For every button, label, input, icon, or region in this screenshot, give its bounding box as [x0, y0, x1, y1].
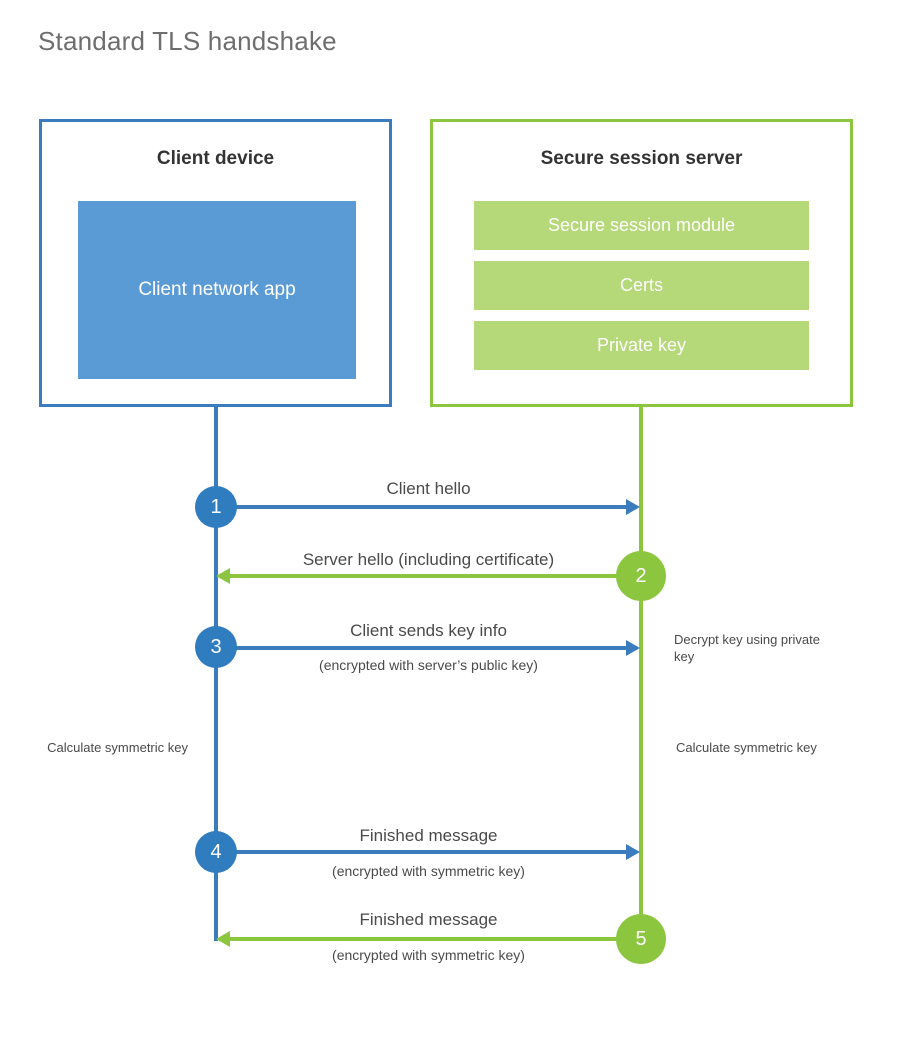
arrow-head-icon [216, 931, 230, 947]
server-module-list: Secure session module Certs Private key [474, 201, 809, 370]
secure-session-server-box: Secure session server Secure session mod… [430, 119, 853, 407]
server-lifeline [639, 407, 643, 939]
step-5-circle: 5 [616, 914, 666, 964]
step-4-circle: 4 [195, 831, 237, 873]
step-4-label: Finished message [359, 826, 498, 845]
server-decrypt-note: Decrypt key using private key [674, 632, 820, 664]
server-module-certs: Certs [474, 261, 809, 310]
server-module-private-key: Private key [474, 321, 809, 370]
step-3-label: Client sends key info [350, 621, 507, 640]
secure-session-server-title: Secure session server [540, 148, 743, 169]
arrow-head-icon [626, 640, 640, 656]
client-calculate-symmetric-key-note: Calculate symmetric key [47, 740, 188, 755]
step-5-sublabel: (encrypted with symmetric key) [332, 947, 525, 963]
step-4-sublabel: (encrypted with symmetric key) [332, 863, 525, 879]
arrow-head-icon [626, 844, 640, 860]
step-1-arrow [216, 499, 640, 515]
step-1-circle: 1 [195, 486, 237, 528]
step-3-arrow [216, 640, 640, 656]
client-network-app-block: Client network app [78, 201, 356, 379]
step-3-sublabel: (encrypted with server’s public key) [319, 657, 538, 673]
step-5-label: Finished message [359, 910, 498, 929]
step-2-circle: 2 [616, 551, 666, 601]
server-calculate-symmetric-key-note: Calculate symmetric key [676, 740, 817, 755]
page-title: Standard TLS handshake [38, 26, 337, 56]
arrow-head-icon [216, 568, 230, 584]
step-5-arrow [216, 931, 641, 947]
step-3-circle: 3 [195, 626, 237, 668]
step-2-label: Server hello (including certificate) [302, 550, 555, 569]
step-4-arrow [216, 844, 640, 860]
server-module-secure-session-module: Secure session module [474, 201, 809, 250]
step-2-arrow [216, 568, 641, 584]
client-device-title: Client device [156, 148, 275, 169]
client-lifeline [214, 407, 218, 941]
arrow-head-icon [626, 499, 640, 515]
client-device-box: Client device Client network app [39, 119, 392, 407]
step-1-label: Client hello [386, 479, 471, 498]
